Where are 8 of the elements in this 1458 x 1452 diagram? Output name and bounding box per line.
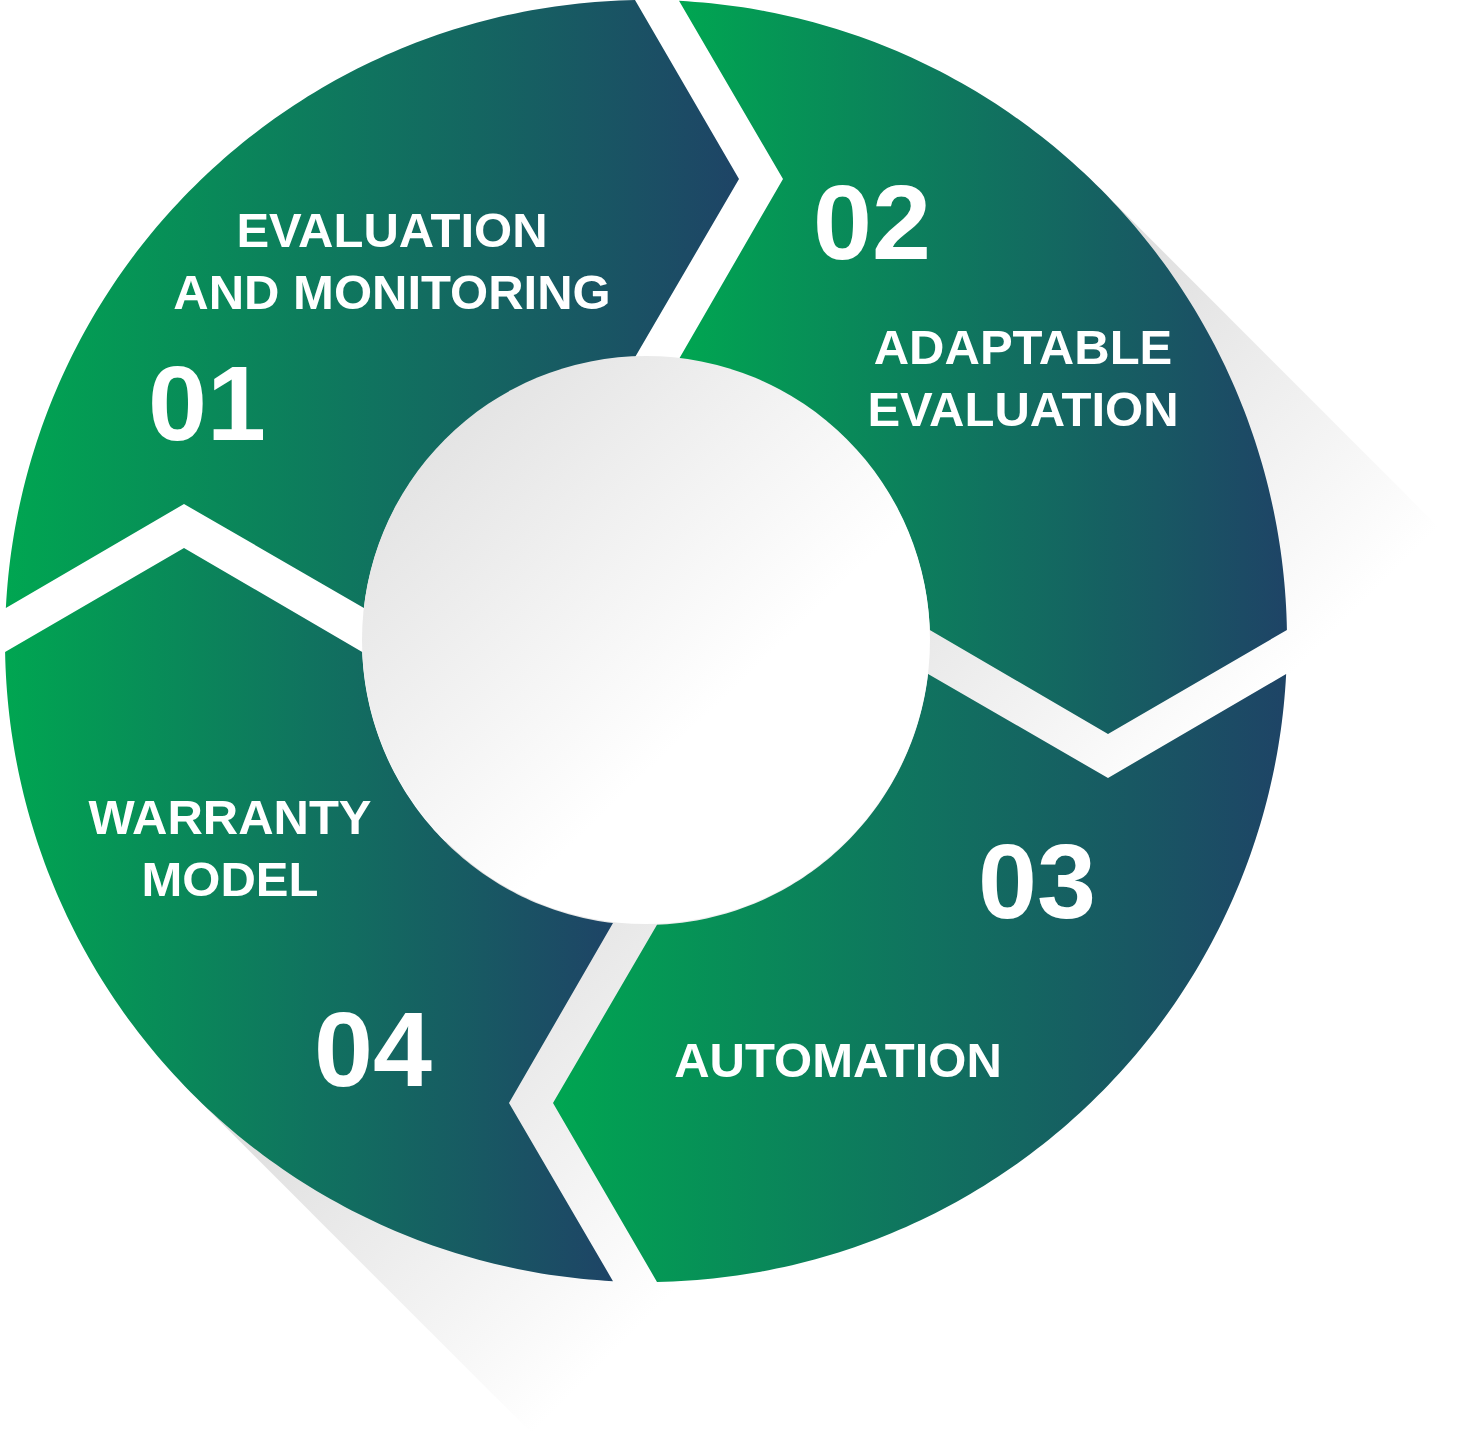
step-number: 03 <box>978 826 1096 936</box>
step-number: 04 <box>314 994 432 1104</box>
step-title: WARRANTY MODEL <box>87 789 373 908</box>
step-title: EVALUATION AND MONITORING <box>172 202 612 321</box>
step-title: ADAPTABLE EVALUATION <box>866 319 1180 438</box>
step-title: AUTOMATION <box>674 1032 1002 1089</box>
step-number: 02 <box>813 167 931 277</box>
step-number: 01 <box>148 348 266 458</box>
